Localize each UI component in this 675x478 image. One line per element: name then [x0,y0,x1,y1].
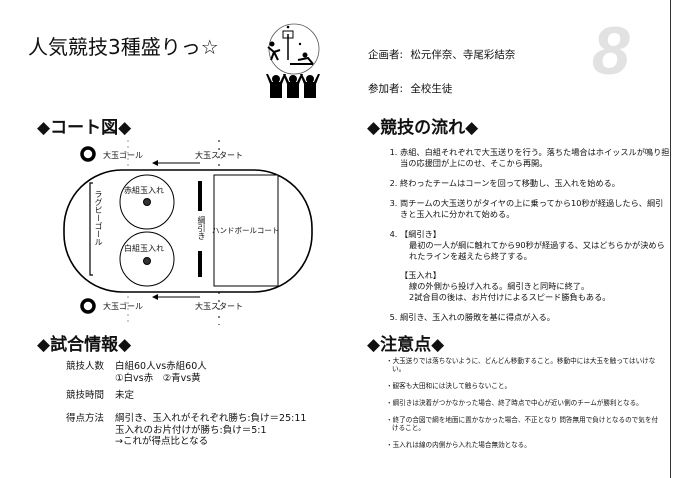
goal-ring-bottom [80,298,96,314]
goal-ring-top [80,146,96,162]
flow-step: 赤組、白組それぞれで大玉送りを行う。落ちた場合はホイッスルが鳴り担当の応援団が上… [400,147,670,169]
players-line-1: 白組60人vs赤組60人 [115,361,207,372]
note-item: 玉入れは線の内側から入れた場合無効となる。 [392,441,662,449]
participants-label: 参加者: [368,83,404,95]
planner-label: 企画者: [368,49,404,61]
time-value: 未定 [115,390,135,401]
note-item: 綱引きは決着がつかなかった場合、終了時点で中心が近い側のチームが勝利となる。 [392,399,662,407]
notes-heading: ◆注意点◆ [367,335,445,355]
court-diagram [63,140,313,325]
flow-step: 終わったチームはコーンを回って移動し、玉入れを始める。 [400,178,670,189]
goal-top-label: 大玉ゴール [103,151,143,160]
flow-step: 両チームの大玉送りがタイヤの上に乗ってから10秒が経過したら、綱引きと玉入れに分… [400,198,670,220]
scoring-line-1: 綱引き、玉入れがそれぞれ勝ち:負け＝25:11 [115,413,307,424]
ball-toss-rule-2: 2試合目の後は、お片付けによるスピード勝負もある。 [409,292,611,302]
page-number: 8 [592,13,630,89]
red-basket-label: 赤組玉入れ [124,186,164,195]
planners-row: 企画者: 松元伴奈、寺尾彩結奈 [368,47,515,62]
flow-heading: ◆競技の流れ◆ [367,118,479,138]
tug-of-war-label: 綱引き [197,216,206,240]
note-item: 大玉送りでは落ちないように、どんどん移動すること。移動中には大玉を触ってはいけな… [392,357,662,373]
court-heading: ◆コート図◆ [37,118,132,138]
match-info-heading: ◆試合情報◆ [37,335,132,355]
scoring-line-2: 玉入れのお片付けが勝ち:負け＝5:1 [115,424,267,436]
page-border [670,0,671,478]
participants-value: 全校生徒 [410,83,453,95]
goal-bottom-label: 大玉ゴール [103,302,143,311]
flow-step: 綱引き、玉入れの勝敗を基に得点が入る。 [400,312,670,323]
scoring-label: 得点方法 [66,413,105,424]
participants-row: 参加者: 全校生徒 [368,81,452,96]
flow-list: 赤組、白組それぞれで大玉送りを行う。落ちた場合はホイッスルが鳴り担当の応援団が上… [380,147,670,332]
scoring-line-3: →これが得点比となる [115,436,209,447]
red-basket-pole-icon [143,198,151,206]
ball-toss-title: 【玉入れ】 [400,270,441,280]
handball-court-rect [213,174,279,287]
notes-list: 大玉送りでは落ちないように、どんどん移動すること。移動中には大玉を触ってはいけな… [392,357,662,458]
start-bottom-label: 大玉スタート [195,302,243,311]
sports-illustration-icon [266,23,320,98]
rope-bar-bottom [198,251,202,277]
white-basket-label: 白組玉入れ [124,244,164,253]
planner-names: 松元伴奈、寺尾彩結奈 [410,49,516,61]
white-basket-pole-icon [143,257,151,265]
start-top-label: 大玉スタート [195,151,243,160]
players-line-2: ①白vs赤 ②青vs黄 [115,372,201,384]
page-title: 人気競技3種盛りっ☆ [28,35,219,59]
rugby-goal-label: ラグビーゴール [94,190,103,246]
rugby-goal-bracket [89,182,93,276]
flow-step: 【綱引き】 最初の一人が綱に触れてから90秒が経過する、又はどちらかが決められた… [400,229,670,303]
time-label: 競技時間 [66,390,105,401]
handball-court-label: ハンドボールコート [212,226,280,235]
players-label: 競技人数 [66,361,105,372]
note-item: 観客も大田和には決して触らないこと。 [392,382,662,390]
note-item: 終了の合図で綱を地面に置かなかった場合、不正となり 問答無用で負けとなるので気を… [392,416,662,432]
rope-bar-top [198,181,202,211]
tug-of-war-rule: 最初の一人が綱に触れてから90秒が経過する、又はどちらかが決められたラインを越え… [409,240,665,261]
ball-toss-rule-1: 線の外側から投げ入れる。綱引きと同時に終了。 [409,281,590,291]
tug-of-war-title: 【綱引き】 [400,229,441,239]
